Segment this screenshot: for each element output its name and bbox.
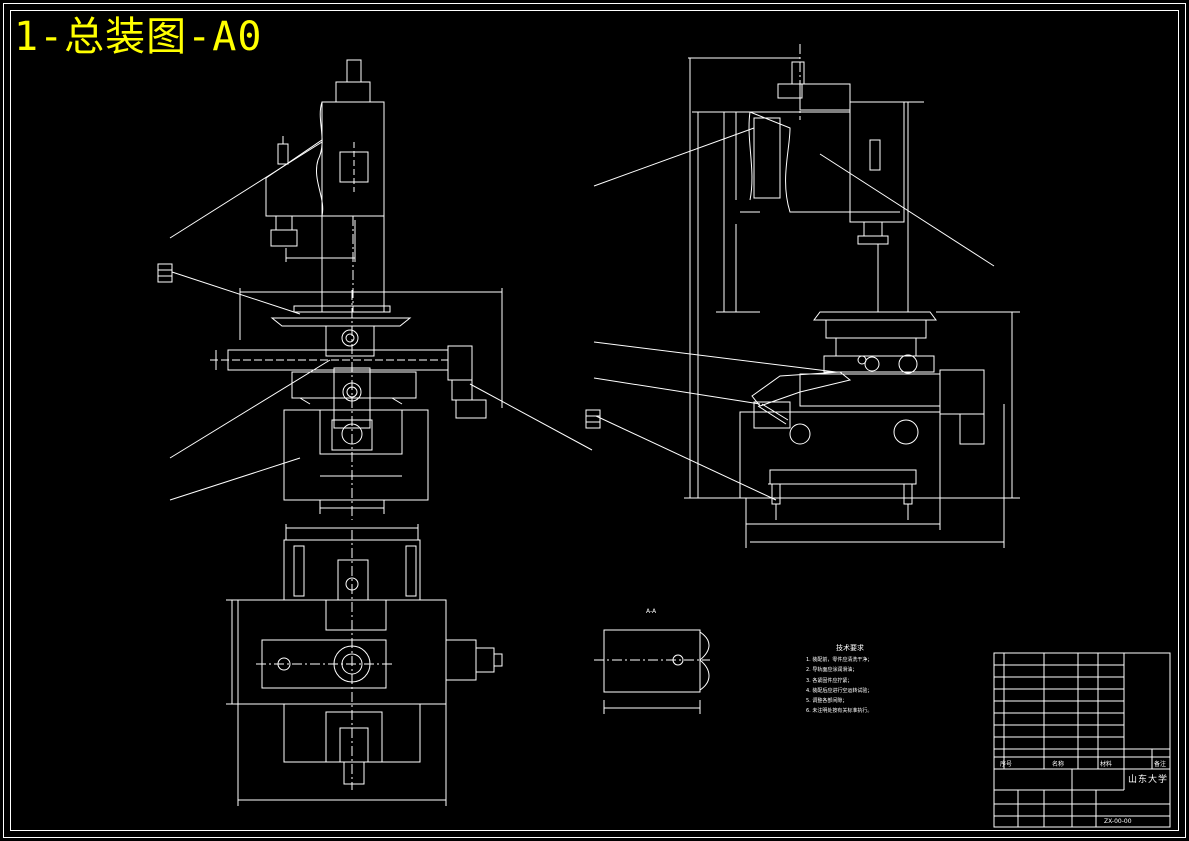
title-block-header: 备注	[1154, 761, 1167, 768]
section-view	[594, 629, 710, 714]
tech-note: 6. 未注明处按有关标准执行。	[806, 708, 873, 715]
tech-note: 4. 装配后应进行空运转试验；	[806, 687, 873, 694]
sheet-title: 1-总装图-A0	[14, 14, 263, 60]
front-elevation	[157, 59, 593, 520]
outer-border	[3, 3, 1186, 838]
side-elevation	[585, 44, 1020, 548]
technical-requirements-list: 1. 装配前，零件应清洗干净； 2. 导轨面应涂润滑油； 3. 各紧固件应拧紧；…	[806, 655, 872, 717]
tech-note: 3. 各紧固件应拧紧；	[806, 677, 853, 684]
tech-note: 5. 调整各部间隙；	[806, 698, 848, 705]
inner-border	[10, 10, 1179, 831]
tech-note: 1. 装配前，零件应清洗干净；	[806, 657, 873, 663]
technical-requirements-title: 技术要求	[836, 644, 864, 652]
title-block-header: 序号	[1000, 761, 1013, 768]
plan-view	[226, 524, 503, 806]
tech-note: 2. 导轨面应涂润滑油；	[806, 667, 858, 674]
university-name: 山东大学	[1128, 775, 1169, 785]
title-block-header: 材料	[1100, 761, 1113, 768]
title-block-header: 名称	[1052, 761, 1065, 768]
drawing-number: ZX-00-00	[1104, 818, 1132, 825]
title-block	[993, 652, 1171, 828]
section-label: A-A	[646, 608, 657, 615]
